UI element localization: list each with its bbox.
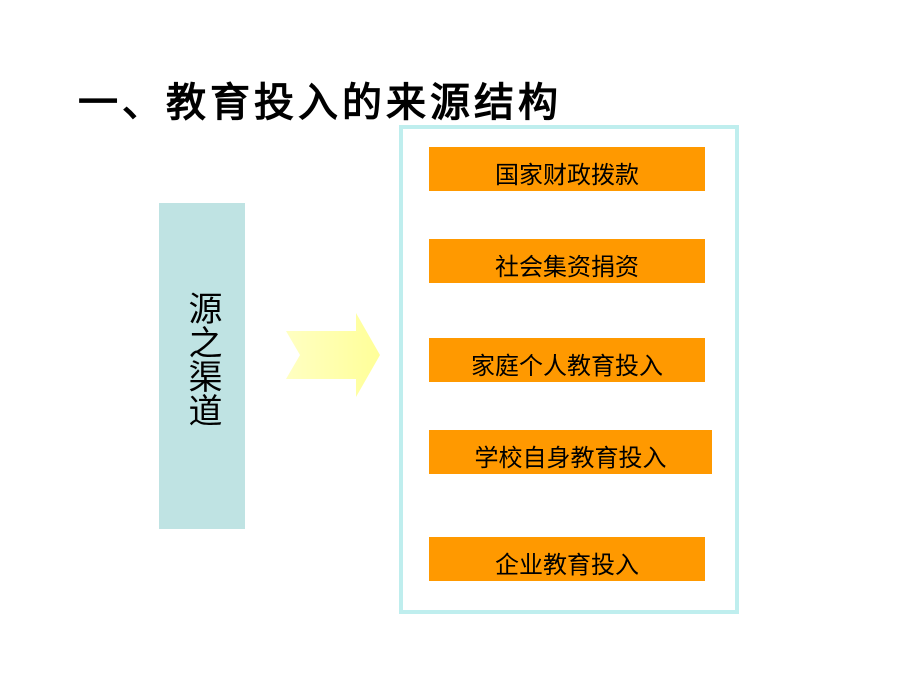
source-item-society: 社会集资捐资 [429, 239, 705, 283]
source-channel-label: 源之渠道 [159, 291, 245, 427]
source-channel-text: 源之渠道 [182, 291, 222, 427]
source-item-government: 国家财政拨款 [429, 147, 705, 191]
source-item-family: 家庭个人教育投入 [429, 338, 705, 382]
right-arrow-icon [286, 313, 380, 397]
slide-title: 一、教育投入的来源结构 [78, 80, 562, 126]
source-item-school: 学校自身教育投入 [429, 430, 712, 474]
source-channel-box: 源之渠道 [159, 203, 245, 529]
sources-panel [399, 125, 739, 614]
source-item-enterprise: 企业教育投入 [429, 537, 705, 581]
